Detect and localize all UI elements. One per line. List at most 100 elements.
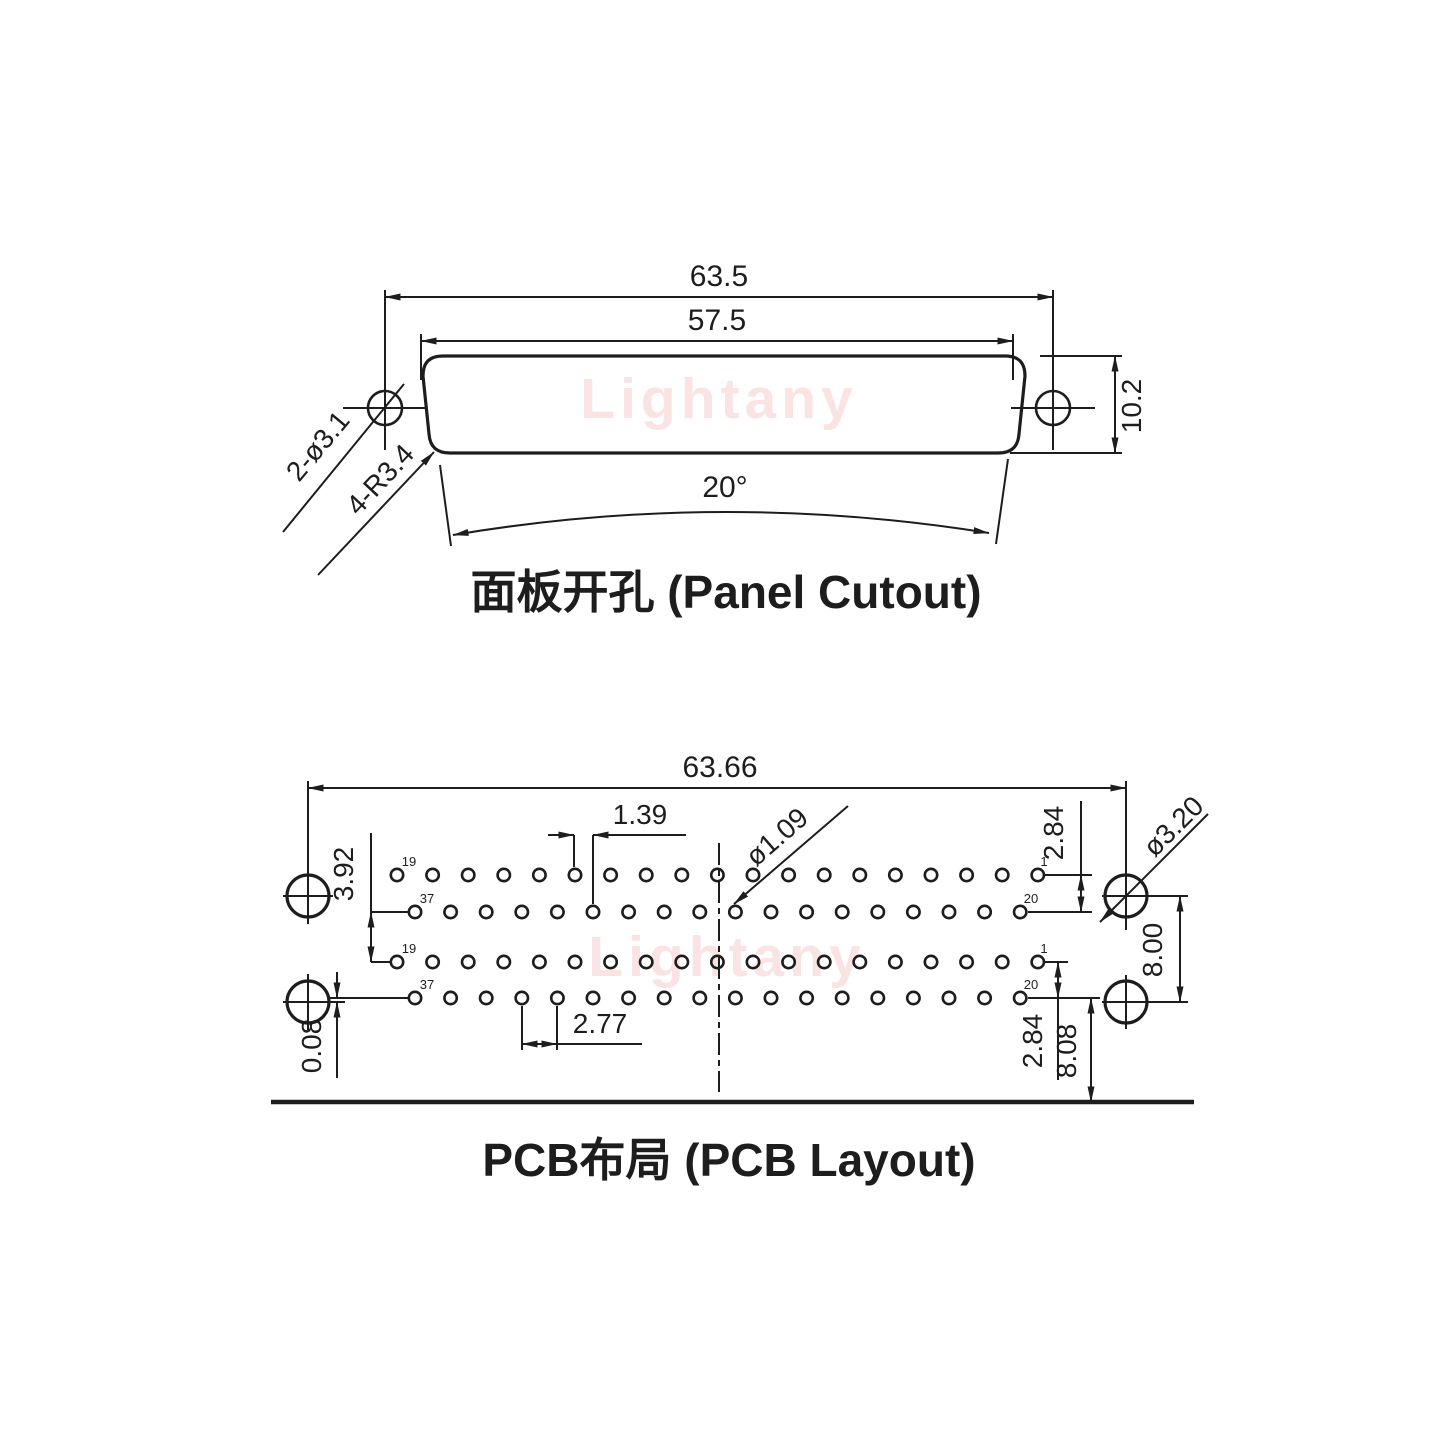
pin-hole — [514, 990, 530, 1006]
pin-hole — [1012, 990, 1028, 1006]
pin-hole — [905, 990, 921, 1006]
pin-hole — [799, 904, 815, 920]
pin-hole — [1030, 954, 1046, 970]
dim-text-row-pitch-bottom: 2.84 — [1017, 1014, 1048, 1069]
pin-label-row1-right: 1 — [1040, 854, 1047, 869]
leader-line — [317, 451, 435, 576]
pin-hole — [531, 954, 547, 970]
dim-text-mount-vertical-pitch: 8.00 — [1137, 923, 1168, 978]
panel-cutout-title: 面板开孔 (Panel Cutout) — [470, 566, 981, 618]
pin-hole — [567, 954, 583, 970]
pin-hole — [709, 867, 725, 883]
dim-text-outer-width: 63.5 — [690, 260, 748, 293]
dim-text-mount-row-offset: 0.08 — [296, 1019, 327, 1074]
pin-hole — [621, 990, 637, 1006]
pin-hole — [781, 867, 797, 883]
pin-hole — [407, 904, 423, 920]
pin-hole — [460, 867, 476, 883]
pin-hole — [727, 990, 743, 1006]
leader-line — [733, 805, 849, 905]
pin-hole — [709, 954, 725, 970]
pin-hole — [977, 904, 993, 920]
pcb-layout-drawing: Lightany 63.66 1.39 ø1.09 — [271, 751, 1210, 1186]
pin-hole — [656, 904, 672, 920]
pin-hole — [941, 904, 957, 920]
pin-hole — [389, 954, 405, 970]
pin-hole — [585, 990, 601, 1006]
pin-hole — [745, 954, 761, 970]
pin-hole — [745, 867, 761, 883]
pin-hole — [674, 867, 690, 883]
pin-label-row3-left: 19 — [402, 941, 416, 956]
pin-hole — [763, 990, 779, 1006]
dim-text-mount-hole-dia: ø3.20 — [1137, 790, 1210, 863]
pin-hole — [585, 904, 601, 920]
pin-hole — [816, 954, 832, 970]
dim-text-edge-distance: 8.08 — [1051, 1024, 1082, 1079]
pin-hole — [994, 867, 1010, 883]
pcb-layout-title: PCB布局 (PCB Layout) — [482, 1134, 975, 1186]
pin-hole — [407, 990, 423, 1006]
pin-hole — [852, 954, 868, 970]
pin-hole — [638, 867, 654, 883]
pin-hole — [496, 954, 512, 970]
pin-hole — [603, 867, 619, 883]
pin-hole — [638, 954, 654, 970]
pin-hole — [994, 954, 1010, 970]
dim-text-pin-hole-dia: ø1.09 — [740, 802, 814, 872]
pin-hole — [656, 990, 672, 1006]
pin-hole — [567, 867, 583, 883]
pin-label-row4-right: 20 — [1024, 977, 1038, 992]
pin-hole — [478, 990, 494, 1006]
dim-text-pin-pitch: 2.77 — [573, 1008, 628, 1039]
dim-text-half-pitch: 1.39 — [613, 799, 668, 830]
pin-hole — [478, 904, 494, 920]
watermark-bottom: Lightany — [588, 925, 866, 989]
pin-hole-grid — [389, 867, 1046, 1006]
pin-hole — [425, 867, 441, 883]
pin-hole — [496, 867, 512, 883]
pin-label-row3-right: 1 — [1040, 941, 1047, 956]
pin-hole — [905, 904, 921, 920]
pin-hole — [887, 954, 903, 970]
pin-hole — [799, 990, 815, 1006]
pin-hole — [870, 990, 886, 1006]
pin-hole — [959, 867, 975, 883]
pin-label-row1-left: 19 — [402, 854, 416, 869]
pin-hole — [1012, 904, 1028, 920]
dim-text-row-gap-middle: 3.92 — [328, 847, 359, 902]
pin-hole — [834, 904, 850, 920]
leader-line — [282, 383, 405, 533]
pin-hole — [460, 954, 476, 970]
pin-hole — [692, 904, 708, 920]
pin-label-row4-left: 37 — [420, 977, 434, 992]
pin-hole — [941, 990, 957, 1006]
pin-hole — [425, 954, 441, 970]
pin-hole — [531, 867, 547, 883]
pin-hole — [389, 867, 405, 883]
pin-hole — [781, 954, 797, 970]
pin-hole — [727, 904, 743, 920]
panel-cutout-outline — [421, 354, 1027, 455]
extension-line — [995, 458, 1009, 545]
watermark-top: Lightany — [580, 367, 858, 431]
dim-text-angle: 20° — [702, 471, 747, 504]
pin-hole — [959, 954, 975, 970]
pin-label-row2-left: 37 — [420, 891, 434, 906]
pin-hole — [852, 867, 868, 883]
pin-hole — [692, 990, 708, 1006]
panel-cutout-drawing: Lightany 63.5 57.5 10.2 2-ø3.1 4-R3.4 — [280, 260, 1147, 618]
pin-hole — [763, 904, 779, 920]
pin-hole — [977, 990, 993, 1006]
pin-hole — [870, 904, 886, 920]
dim-text-height: 10.2 — [1116, 379, 1147, 434]
angle-arc — [452, 511, 990, 536]
pin-hole — [834, 990, 850, 1006]
leader-line — [1099, 813, 1209, 923]
extension-line — [439, 464, 452, 547]
pin-hole — [887, 867, 903, 883]
dim-text-row-pitch-top: 2.84 — [1038, 806, 1069, 861]
pin-hole — [443, 904, 459, 920]
